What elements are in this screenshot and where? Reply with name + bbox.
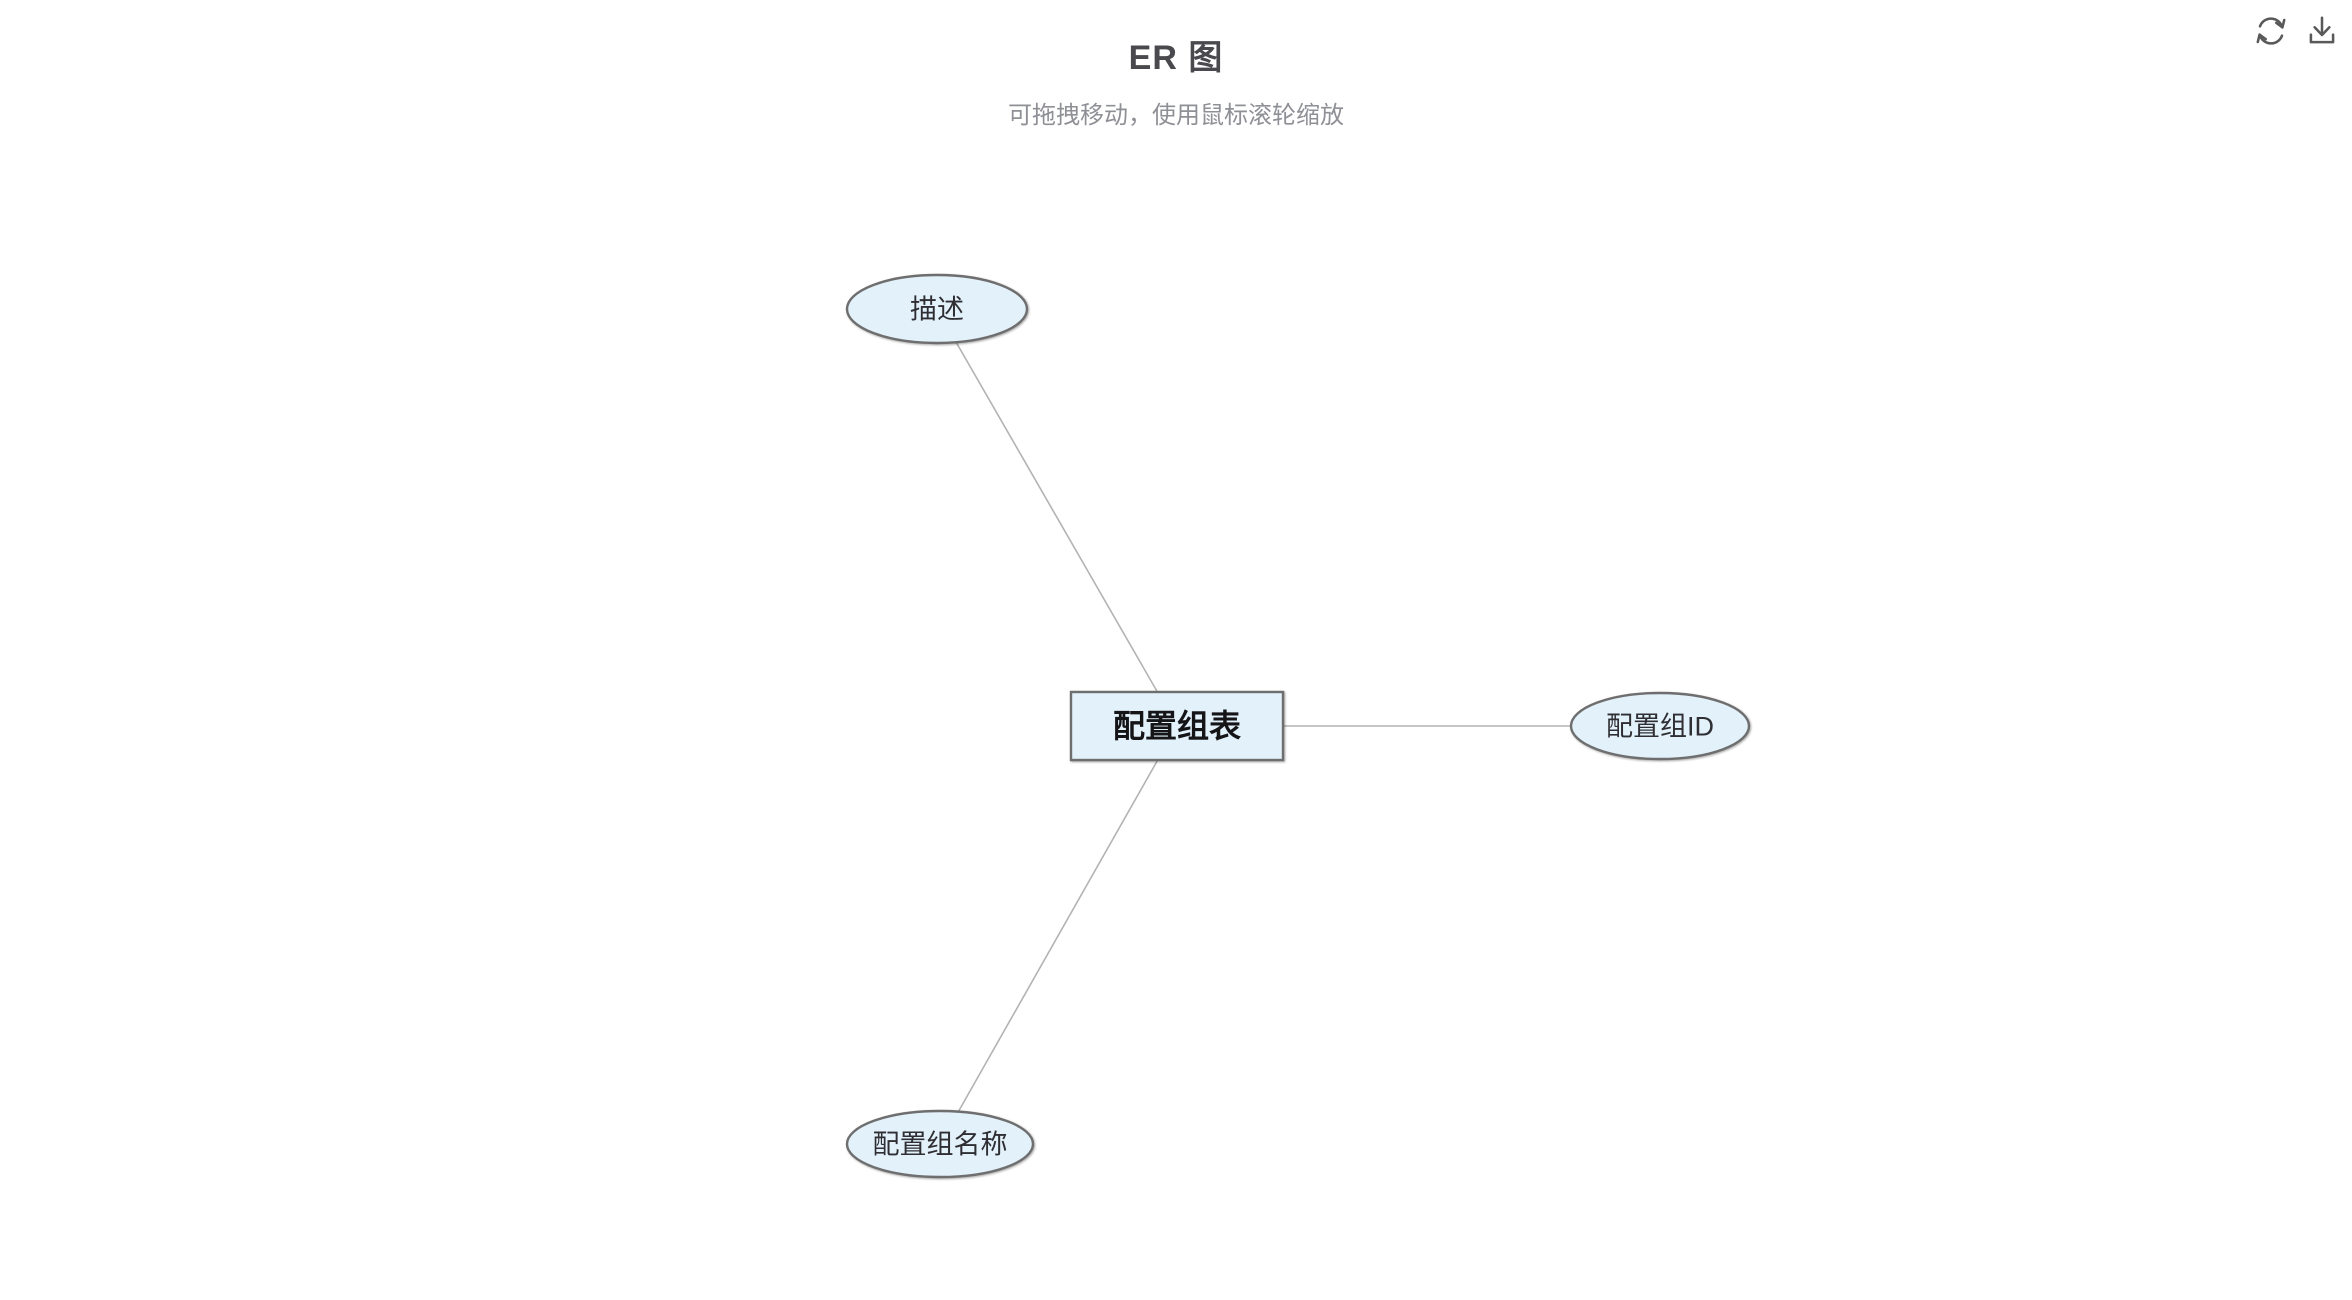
refresh-button[interactable] — [2252, 12, 2290, 50]
node-label: 配置组名称 — [873, 1129, 1008, 1159]
download-icon — [2309, 16, 2335, 44]
refresh-icon — [2256, 17, 2286, 45]
node-label: 配置组表 — [1113, 708, 1241, 744]
er-node-entity-config-group-table[interactable]: 配置组表 — [1069, 690, 1285, 762]
entity-shape — [1069, 690, 1285, 762]
er-edge — [936, 308, 1178, 727]
attribute-shape — [1569, 691, 1751, 761]
attribute-shape — [845, 1109, 1035, 1179]
node-label: 配置组ID — [1606, 711, 1714, 741]
download-button[interactable] — [2303, 12, 2341, 50]
er-edge — [939, 725, 1178, 1145]
er-node-attr-config-group-id[interactable]: 配置组ID — [1569, 691, 1751, 761]
attribute-shape — [845, 273, 1029, 345]
er-node-attr-description[interactable]: 描述 — [845, 273, 1029, 345]
er-node-attr-config-group-name[interactable]: 配置组名称 — [845, 1109, 1035, 1179]
node-label: 描述 — [910, 294, 964, 324]
